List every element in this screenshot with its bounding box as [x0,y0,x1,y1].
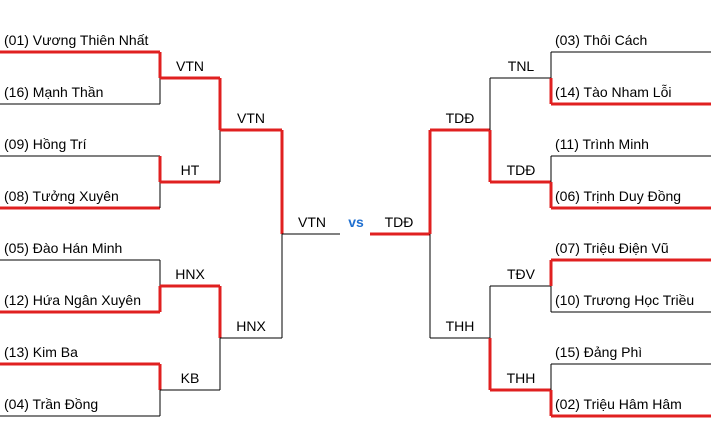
right-r1-winner-1: TNL [507,58,535,74]
right-r2-winner-2: THH [445,318,475,334]
right-player-2: (14) Tào Nham Lỗi [555,84,672,100]
left-player-7: (13) Kim Ba [4,344,78,360]
right-player-7: (15) Đảng Phì [555,344,643,360]
right-player-6: (10) Trương Học Triều [555,292,695,308]
left-player-5: (05) Đào Hán Minh [4,240,123,256]
right-player-4: (06) Trịnh Duy Đồng [555,188,682,204]
right-player-3: (11) Trình Minh [555,136,649,152]
left-r2-winner-2: HNX [236,318,266,334]
right-player-8: (02) Triệu Hâm Hâm [555,396,682,412]
right-r1-winner-3: TĐV [507,266,535,282]
left-player-1: (01) Vương Thiên Nhất [4,32,149,48]
right-player-1: (03) Thôi Cách [555,32,648,48]
left-finalist: VTN [298,214,326,230]
left-r1-winner-2: HT [180,162,200,178]
left-player-2: (16) Mạnh Thần [4,84,104,100]
vs-label: vs [348,214,364,230]
right-r2-winner-1: TDĐ [445,110,475,126]
left-player-6: (12) Hứa Ngân Xuyên [4,292,141,308]
right-finalist: TDĐ [384,214,414,230]
left-r1-winner-4: KB [180,370,200,386]
left-player-4: (08) Tưởng Xuyên [4,188,119,204]
right-player-5: (07) Triệu Điện Vũ [555,240,669,256]
left-player-8: (04) Trần Đồng [4,396,99,412]
left-r1-winner-1: VTN [176,58,204,74]
right-r1-winner-2: TDĐ [506,162,536,178]
right-r1-winner-4: THH [506,370,536,386]
left-r1-winner-3: HNX [175,266,205,282]
left-r2-winner-1: VTN [237,110,265,126]
left-player-3: (09) Hồng Trí [4,136,87,152]
